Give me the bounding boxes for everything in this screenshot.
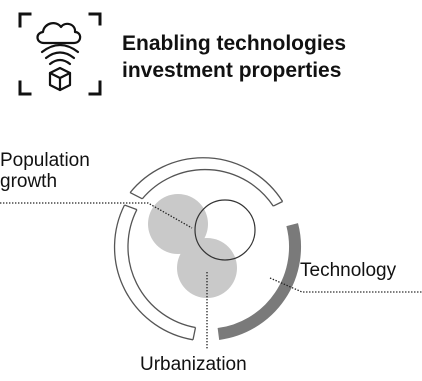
population-label-line-2: growth — [0, 171, 58, 192]
population-label-line-1: Population — [0, 150, 90, 171]
outer-ring-top-arc-inner — [141, 168, 274, 207]
page-title: Enabling technologies investment propert… — [122, 30, 346, 84]
outer-ring-left-arc — [113, 204, 194, 341]
technology-leader-line — [269, 277, 422, 293]
urbanization-label: Urbanization — [140, 354, 247, 375]
cloud-icon — [36, 22, 82, 45]
population-leader-line — [0, 202, 193, 229]
title-line-1: Enabling technologies — [122, 32, 347, 55]
technology-label: Technology — [300, 260, 397, 281]
frame-corner-icon — [88, 80, 102, 96]
frame-corner-icon — [18, 80, 32, 96]
population-growth-label: Population growth — [0, 150, 90, 192]
outer-ring-left-arc-inner — [127, 209, 196, 329]
cloud-wifi-cube-icon — [18, 12, 102, 96]
population-growth-bubble — [148, 194, 208, 254]
urbanization-bubble — [177, 238, 237, 298]
title-line-2: investment properties — [122, 59, 342, 82]
frame-corner-icon — [18, 12, 32, 28]
technology-bubble-outline — [194, 199, 256, 261]
frame-corner-icon — [88, 12, 102, 26]
technology-highlight-arc — [217, 223, 302, 340]
wifi-icon — [40, 43, 80, 54]
outer-ring-top-arc — [129, 157, 284, 202]
